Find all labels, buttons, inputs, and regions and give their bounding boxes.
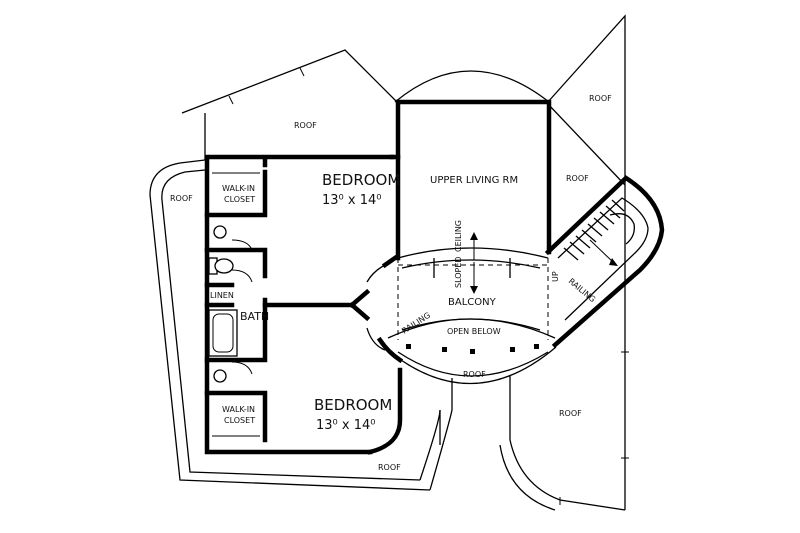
fixtures	[208, 172, 260, 437]
roof-right-mid-label: ROOF	[566, 174, 589, 183]
up-label: UP	[551, 271, 560, 282]
walkin-bottom-line1: WALK-IN	[222, 405, 255, 414]
walls	[204, 99, 552, 455]
bath-label: BATH	[240, 310, 269, 323]
railing-right-label: RAILING	[567, 277, 597, 305]
roof-bottom-left-label: ROOF	[378, 463, 401, 472]
stair	[544, 175, 665, 349]
open-below-label: OPEN BELOW	[447, 327, 501, 336]
linen-label: LINEN	[210, 291, 234, 300]
roof-outlines	[149, 14, 629, 511]
sloped-label: SLOPED	[454, 256, 463, 288]
upper-living-label: UPPER LIVING RM	[430, 175, 518, 186]
bedroom-top-dims: 13⁰ x 14⁰	[322, 193, 381, 208]
bedroom-bottom-dims: 13⁰ x 14⁰	[316, 418, 375, 433]
balcony-label: BALCONY	[448, 297, 497, 308]
roof-left-label: ROOF	[170, 194, 193, 203]
balcony-structure	[383, 70, 557, 384]
roof-top-right-label: ROOF	[589, 94, 612, 103]
labels: BEDROOM 13⁰ x 14⁰ BEDROOM 13⁰ x 14⁰ UPPE…	[170, 94, 612, 472]
walkin-top-line2: CLOSET	[224, 195, 255, 204]
walkin-bottom-line2: CLOSET	[224, 416, 255, 425]
roof-bottom-right-label: ROOF	[559, 409, 582, 418]
bedroom-top-label: BEDROOM	[322, 171, 400, 189]
walkin-top-line1: WALK-IN	[222, 184, 255, 193]
bedroom-bottom-label: BEDROOM	[314, 396, 392, 414]
roof-top-center-label: ROOF	[294, 121, 317, 130]
ceiling-label: CEILING	[454, 220, 463, 252]
roof-bottom-center-label: ROOF	[463, 370, 486, 379]
